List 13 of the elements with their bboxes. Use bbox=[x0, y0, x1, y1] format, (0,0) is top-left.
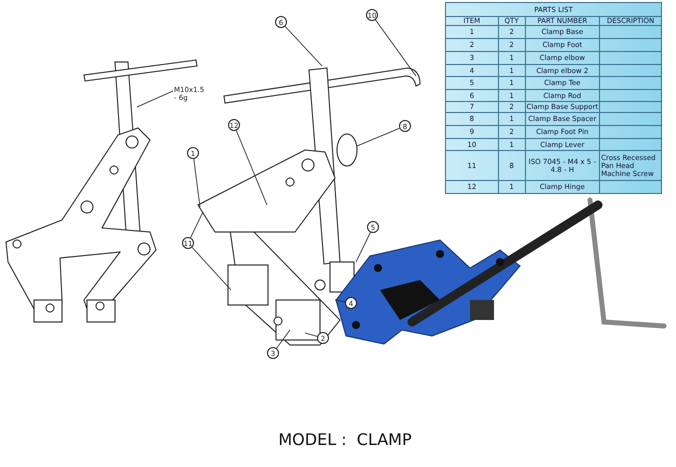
leader-line bbox=[284, 26, 322, 66]
leader-line bbox=[334, 300, 346, 302]
model-title: MODEL : CLAMP bbox=[277, 430, 413, 449]
leader-line bbox=[193, 158, 200, 208]
leader-line bbox=[304, 332, 318, 337]
leader-line bbox=[375, 20, 416, 76]
leader-line bbox=[136, 90, 174, 108]
leader-line bbox=[276, 330, 290, 349]
leader-line bbox=[356, 232, 371, 262]
leader-line bbox=[356, 128, 400, 146]
leader-line bbox=[190, 212, 204, 238]
leader-line bbox=[192, 247, 232, 290]
leader-line bbox=[236, 130, 268, 206]
